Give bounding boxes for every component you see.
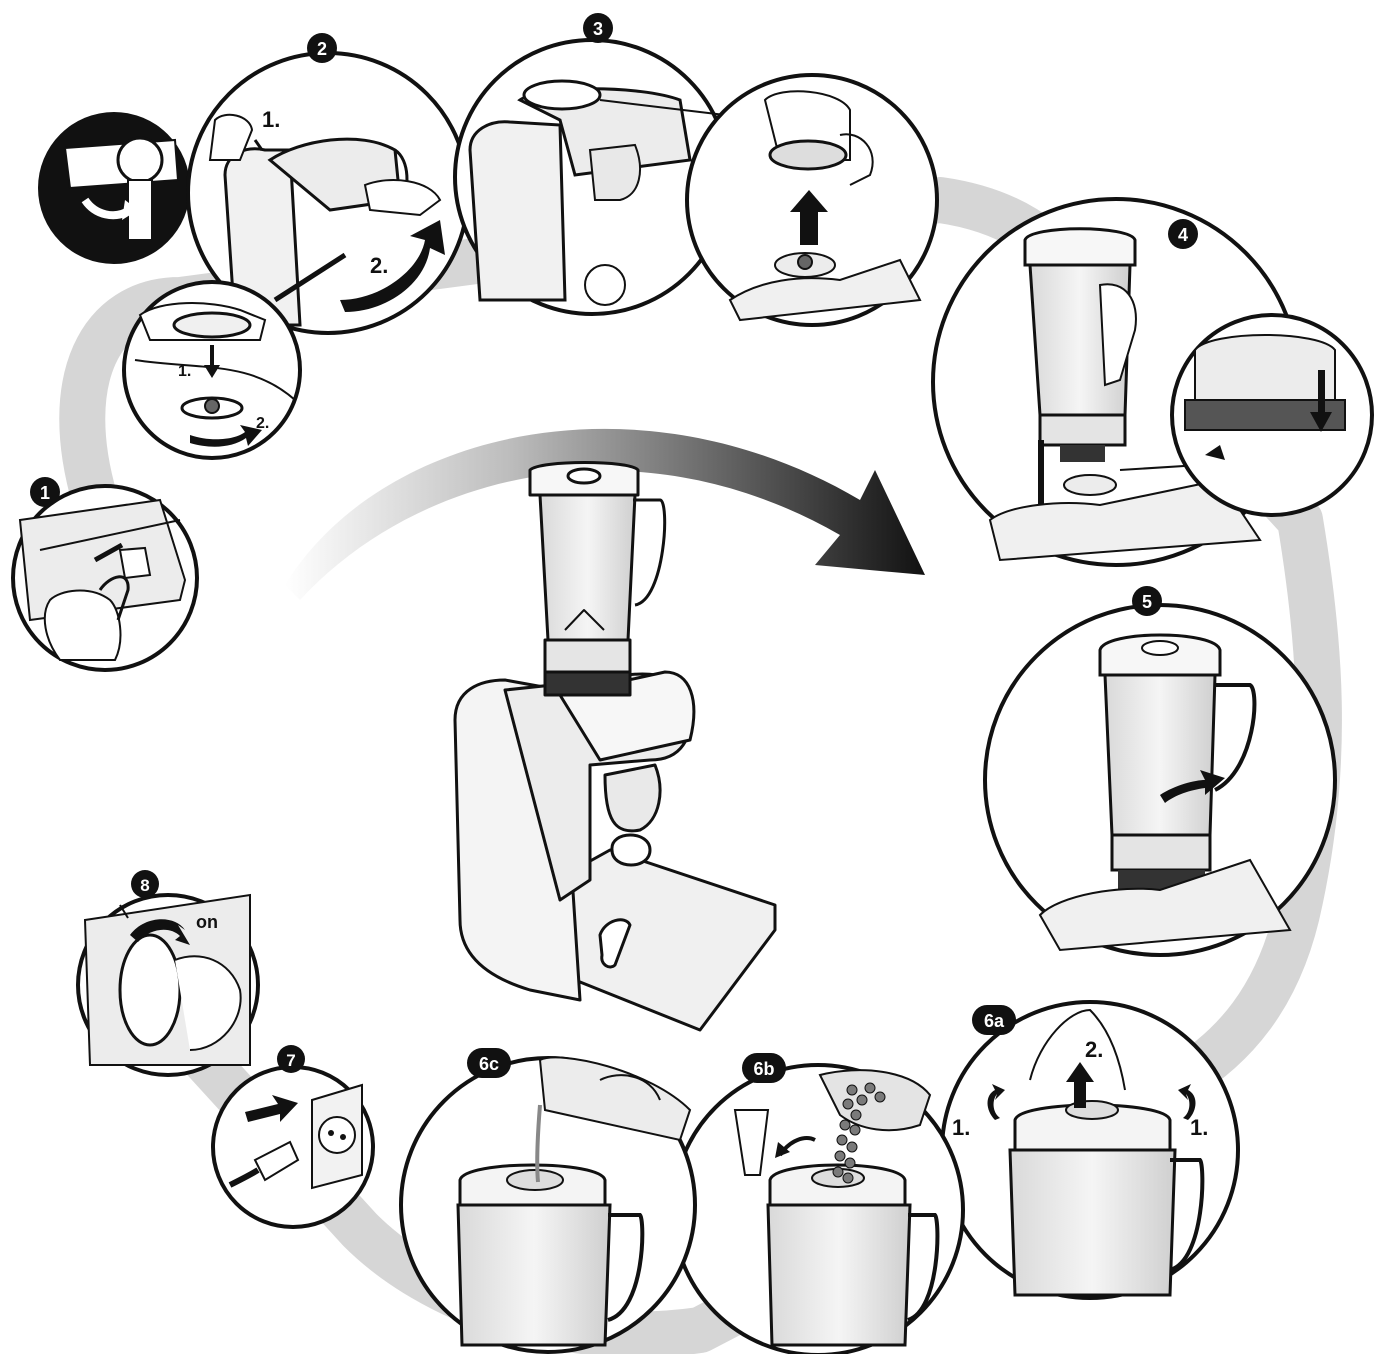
step-2-number: 2 <box>317 39 327 59</box>
step-5-number: 5 <box>1142 592 1152 612</box>
step-6a-label-left: 1. <box>952 1115 970 1140</box>
step-2-sub-label-first: 1. <box>178 363 191 380</box>
step-2-label-second: 2. <box>370 253 388 278</box>
step-8-number: 8 <box>140 876 149 895</box>
step-7-illustration <box>211 1065 375 1229</box>
rotation-arrow <box>285 428 925 600</box>
step-2-sub-label-second: 2. <box>256 415 269 432</box>
step-2-sub-inset <box>122 280 302 460</box>
step-8-illustration <box>76 893 260 1077</box>
step-3-badge: 3 <box>583 13 613 43</box>
step-6a-label-right: 1. <box>1190 1115 1208 1140</box>
step-4-detail-inset <box>1170 313 1374 517</box>
step-6b-illustration <box>671 1063 965 1354</box>
step-8-label-on: on <box>196 912 218 932</box>
step-2-label-first: 1. <box>262 107 280 132</box>
step-5-illustration <box>983 603 1337 957</box>
step-6b-badge: 6b <box>742 1053 786 1083</box>
step-4-badge: 4 <box>1168 219 1198 249</box>
step-6b-number: 6b <box>753 1059 774 1079</box>
step-6c-illustration <box>399 1056 697 1354</box>
step-1-number: 1 <box>40 483 50 503</box>
step-5-badge: 5 <box>1132 586 1162 616</box>
step-6a-illustration <box>940 1000 1240 1300</box>
step-1-badge: 1 <box>30 477 60 507</box>
step-6c-number: 6c <box>479 1054 499 1074</box>
step-2-illustration <box>186 51 470 335</box>
step-2-badge: 2 <box>307 33 337 63</box>
step-3-illustration <box>453 38 731 316</box>
central-appliance <box>453 461 777 1032</box>
step-6a-number: 6a <box>984 1011 1005 1031</box>
step-3-number: 3 <box>593 19 603 39</box>
step-6c-badge: 6c <box>467 1048 511 1078</box>
step-4-number: 4 <box>1178 225 1188 245</box>
step-6a-label-lift: 2. <box>1085 1037 1103 1062</box>
step-8-badge: 8 <box>131 870 159 898</box>
step-7-badge: 7 <box>277 1045 305 1073</box>
step-6a-badge: 6a <box>972 1005 1016 1035</box>
inset-machine-detail <box>38 112 190 264</box>
step-1-illustration <box>11 484 199 672</box>
step-7-number: 7 <box>286 1051 295 1070</box>
step-3-detail-inset <box>685 73 939 327</box>
